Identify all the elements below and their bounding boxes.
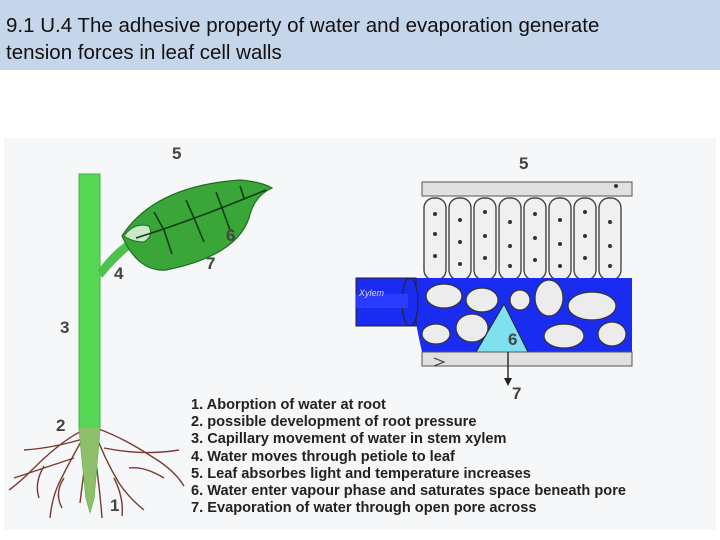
xylem-label: Xylem [358,288,385,298]
section-label-5: 5 [519,154,529,173]
plant-label-6: 6 [226,226,236,245]
plant-label-4: 4 [114,264,124,283]
leaf-petiole [98,238,137,278]
transpiration-diagram: Xylem [8,173,633,519]
legend-item-1: 1. Aborption of water at root [191,397,386,413]
legend-item-6: 6. Water enter vapour phase and saturate… [191,483,626,500]
plant-label-2: 2 [56,416,66,435]
transpiration-figure: Xylem 5 6 7 4 3 2 1 5 6 7 [4,138,716,530]
legend: 1. Aborption of water at root 2. possibl… [191,397,626,517]
slide-title-line-1: 9.1 U.4 The adhesive property of water a… [6,14,600,37]
slide-title-line-2: tension forces in leaf cell walls [6,41,282,64]
leaf-cross-section: Xylem [355,181,633,386]
section-label-6: 6 [508,330,518,349]
leaf-veins [135,185,267,255]
legend-item-3: 3. Capillary movement of water in stem x… [191,431,507,448]
legend-item-5: 5. Leaf absorbes light and temperature i… [191,465,531,482]
slide-title-bar: 9.1 U.4 The adhesive property of water a… [0,0,720,70]
legend-item-2: 2. possible development of root pressure [191,414,477,431]
section-label-7: 7 [512,384,522,403]
plant-label-1: 1 [110,496,120,515]
plant-label-3: 3 [60,318,70,337]
plant-label-7: 7 [206,254,216,273]
legend-item-4: 4. Water moves through petiole to leaf [191,448,455,465]
legend-item-7: 7. Evaporation of water through open por… [191,500,537,517]
plant-label-5: 5 [172,144,182,163]
